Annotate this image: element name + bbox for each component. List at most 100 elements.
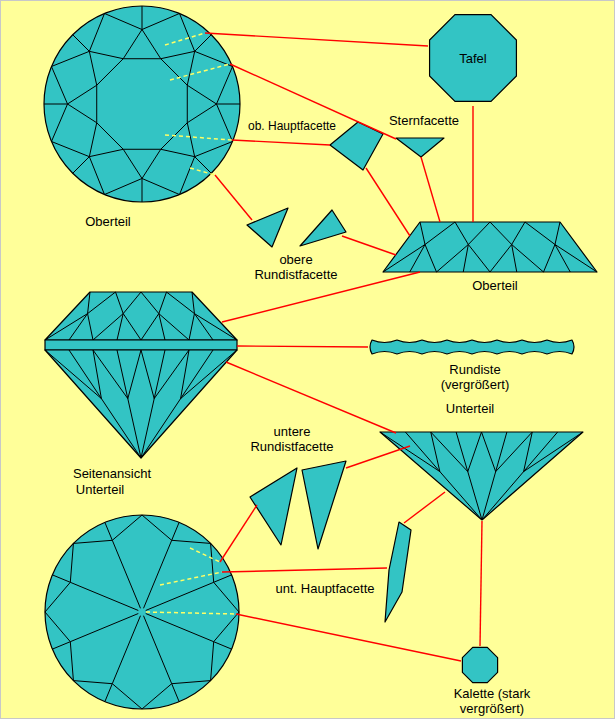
facet-edge (144, 616, 172, 684)
facet-edge (97, 59, 124, 86)
facet-edge (117, 314, 123, 340)
part-label: Kalette (stark vergrößert) (427, 686, 557, 716)
facet-edge (93, 350, 101, 399)
crown-side (45, 292, 237, 340)
facet-edge (88, 292, 90, 314)
facet-edge (89, 157, 104, 195)
facet-edge (142, 684, 172, 709)
facet-edge (189, 314, 194, 340)
facet-edge (69, 314, 88, 340)
facet-edge (112, 616, 140, 684)
facet-edge (70, 614, 138, 642)
part-label: Oberteil (472, 278, 518, 293)
facet-edge (70, 543, 73, 582)
facet-edge (216, 66, 232, 104)
facet-edge (93, 350, 128, 399)
pavilion-side (45, 350, 237, 458)
facet-edge (88, 292, 116, 314)
facet-edge (211, 642, 214, 681)
facet-edge (468, 245, 490, 273)
facet-edge (142, 6, 143, 30)
facet-pieces (247, 122, 574, 683)
facet-edge (216, 104, 240, 105)
part-label: untere Rundistfacette (235, 424, 350, 454)
facet-edge (73, 681, 112, 684)
facet-edge (93, 314, 123, 340)
facet-edge (431, 432, 440, 472)
facet-edge (456, 432, 482, 520)
facet-edge (181, 350, 189, 399)
facet-edge (555, 245, 597, 273)
facet-edge (123, 292, 141, 314)
facet-edge (73, 35, 90, 52)
facet-edge (512, 245, 517, 273)
facet-edge (425, 245, 436, 273)
facet-edge (172, 522, 179, 540)
facet-edge (161, 51, 195, 58)
facet-edge (141, 292, 159, 314)
facet-edge (524, 432, 583, 472)
facet-edge (89, 123, 96, 157)
facet-edge (105, 522, 112, 540)
upper-girdle-facet (247, 208, 288, 247)
facet-edge (89, 149, 123, 156)
facet-edge (141, 350, 165, 458)
facet-edge (482, 432, 558, 520)
facet-edge (141, 350, 213, 458)
facet-edge (52, 575, 70, 582)
facet-edge (69, 350, 141, 458)
facet-edge (525, 222, 555, 245)
facet-edge (73, 540, 112, 543)
facet-edge (187, 123, 194, 157)
girdle-band (370, 340, 574, 354)
facet-edge (214, 612, 239, 642)
facet-edge (420, 222, 425, 245)
facet-edge (154, 350, 189, 399)
facet-edge (141, 350, 154, 399)
facet-edge (70, 642, 73, 681)
facet-edge (96, 85, 97, 123)
facet-edge (544, 245, 555, 273)
facet-edge (45, 582, 70, 612)
part-label: obere Rundistfacette (241, 252, 351, 282)
facet-edge (159, 292, 167, 314)
facet-edge (455, 222, 468, 245)
leader-lines (205, 33, 482, 661)
culet (462, 647, 497, 682)
facet-markers (146, 33, 236, 614)
facet-edge (123, 149, 161, 150)
facet-edge (187, 104, 216, 123)
facet-edge (180, 13, 195, 51)
lower-girdle-facet (250, 468, 297, 545)
facet-edge (89, 51, 123, 58)
facet-edge (123, 149, 142, 178)
pavilion-bottom-view (45, 515, 239, 709)
facet-edge (141, 314, 159, 340)
facet-edge (89, 51, 96, 85)
facet-edge (116, 292, 124, 314)
facet-edge (482, 432, 496, 472)
facet-edge (181, 350, 237, 399)
facet-edge (211, 543, 214, 582)
facet-edge (128, 350, 141, 399)
facet-edge (172, 681, 211, 684)
facet-edge (146, 614, 214, 642)
facet-edge (555, 222, 560, 245)
part-label: ob. Hauptfacette (248, 119, 336, 134)
facet-edge (496, 432, 533, 472)
facet-edge (88, 314, 93, 340)
facet-edge (45, 350, 101, 399)
facet-edge (187, 51, 194, 85)
facet-edge (463, 245, 468, 273)
facet-edge (70, 582, 138, 610)
facet-edge (194, 314, 237, 340)
facet-edge (405, 432, 482, 520)
facet-edge (142, 13, 180, 29)
facet-edge (380, 432, 440, 472)
facet-edge (180, 157, 195, 195)
star-facet (396, 138, 444, 157)
crown-top-view (44, 6, 240, 202)
